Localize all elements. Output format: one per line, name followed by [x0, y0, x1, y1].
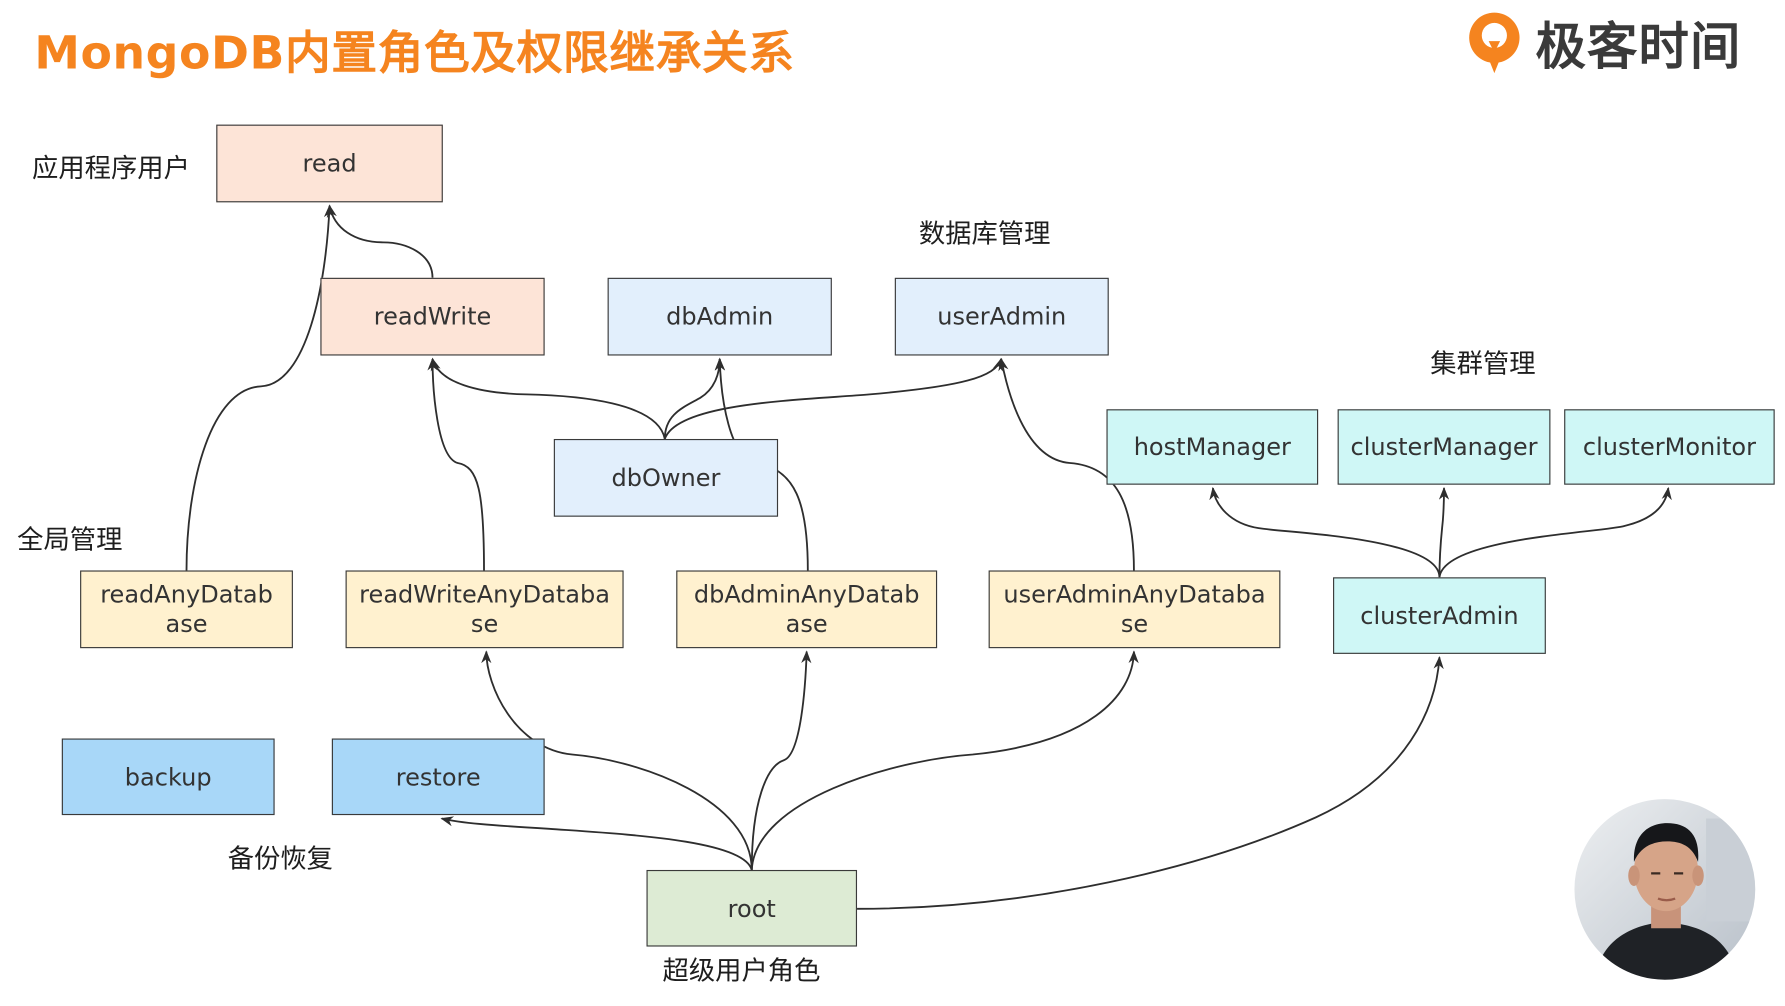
role-hostmanager: hostManager [1106, 409, 1319, 485]
role-readwrite: readWrite [320, 277, 545, 356]
role-restore: restore [331, 738, 545, 816]
brand-logo-text: 极客时间 [1535, 18, 1742, 77]
role-dbowner-label: dbOwner [611, 464, 721, 492]
group-label-backup-restore: 备份恢复 [227, 844, 333, 875]
edge-clusteradmin-to-hostmanager [1209, 486, 1441, 578]
group-label-application-user: 应用程序用户 [32, 154, 190, 185]
role-hostmanager-label: hostManager [1133, 433, 1291, 461]
edge-dbowner-to-dbadmin [663, 357, 725, 439]
role-clustermonitor: clusterMonitor [1564, 409, 1775, 485]
role-clustermonitor-label: clusterMonitor [1582, 433, 1756, 461]
edge-root-to-restore [440, 816, 753, 871]
role-readwriteanydatabase: readWriteAnyDataba se [345, 570, 624, 649]
edge-dbowner-to-readwrite [430, 357, 666, 440]
role-restore-label: restore [395, 763, 481, 791]
role-dbowner: dbOwner [553, 438, 779, 517]
role-root: root [646, 869, 858, 947]
group-label-cluster-admin: 集群管理 [1430, 349, 1536, 380]
role-dbadmin: dbAdmin [607, 277, 832, 356]
role-dbadminanydatabase: dbAdminAnyDatab ase [676, 570, 938, 649]
group-label-global-admin: 全局管理 [17, 525, 123, 556]
role-backup-label: backup [124, 763, 212, 791]
role-root-label: root [727, 894, 776, 922]
edge-readanydatabase-to-read [185, 204, 335, 571]
group-label-database-admin: 数据库管理 [918, 219, 1051, 250]
role-readanydatabase: readAnyDatab ase [80, 570, 293, 649]
edge-readwrite-to-read [326, 204, 434, 278]
role-readwriteanydatabase-label-line2: se [470, 610, 499, 638]
brand-logo: 极客时间 [1460, 7, 1741, 78]
role-useradmin: userAdmin [894, 277, 1109, 356]
role-readanydatabase-label-line2: ase [165, 610, 208, 638]
role-readwrite-label: readWrite [373, 302, 492, 331]
group-label-superuser: 超级用户角色 [662, 956, 821, 987]
role-clusteradmin-label: clusterAdmin [1360, 601, 1519, 630]
slide-title: MongoDB内置角色及权限继承关系 [34, 27, 795, 81]
role-clusteradmin: clusterAdmin [1333, 577, 1546, 654]
role-readanydatabase-label-line1: readAnyDatab [100, 580, 273, 609]
role-useradminanydatabase: userAdminAnyDataba se [988, 570, 1281, 649]
edge-clusteradmin-to-clustermanager [1438, 486, 1450, 578]
geektime-logo-icon [1469, 12, 1520, 74]
role-dbadminanydatabase-label-line2: ase [785, 610, 828, 638]
edge-useradminanydatabase-to-useradmin [998, 357, 1135, 571]
role-clustermanager: clusterManager [1337, 409, 1551, 485]
edge-dbowner-to-useradmin [663, 357, 1003, 440]
edge-root-to-clusteradmin [857, 656, 1444, 910]
role-useradminanydatabase-label-line2: se [1120, 610, 1149, 638]
edge-root-to-readwriteanydatabase [481, 650, 753, 870]
edge-clusteradmin-to-clustermonitor [1438, 486, 1672, 578]
role-dbadmin-label: dbAdmin [666, 302, 774, 331]
role-read: read [216, 124, 443, 203]
role-useradminanydatabase-label-line1: userAdminAnyDataba [1003, 580, 1266, 609]
edge-root-to-dbadminanydatabase [750, 650, 812, 870]
role-dbadminanydatabase-label-line1: dbAdminAnyDatab [693, 580, 920, 609]
role-backup: backup [61, 738, 275, 816]
role-useradmin-label: userAdmin [937, 302, 1067, 331]
role-readwriteanydatabase-label-line1: readWriteAnyDataba [359, 580, 610, 609]
edge-readwriteanydatabase-to-readwrite [427, 357, 485, 571]
edge-root-to-useradminanydatabase [750, 650, 1139, 871]
role-clustermanager-label: clusterManager [1350, 433, 1538, 461]
presenter-video-thumbnail [1572, 796, 1758, 982]
role-read-label: read [302, 149, 357, 178]
